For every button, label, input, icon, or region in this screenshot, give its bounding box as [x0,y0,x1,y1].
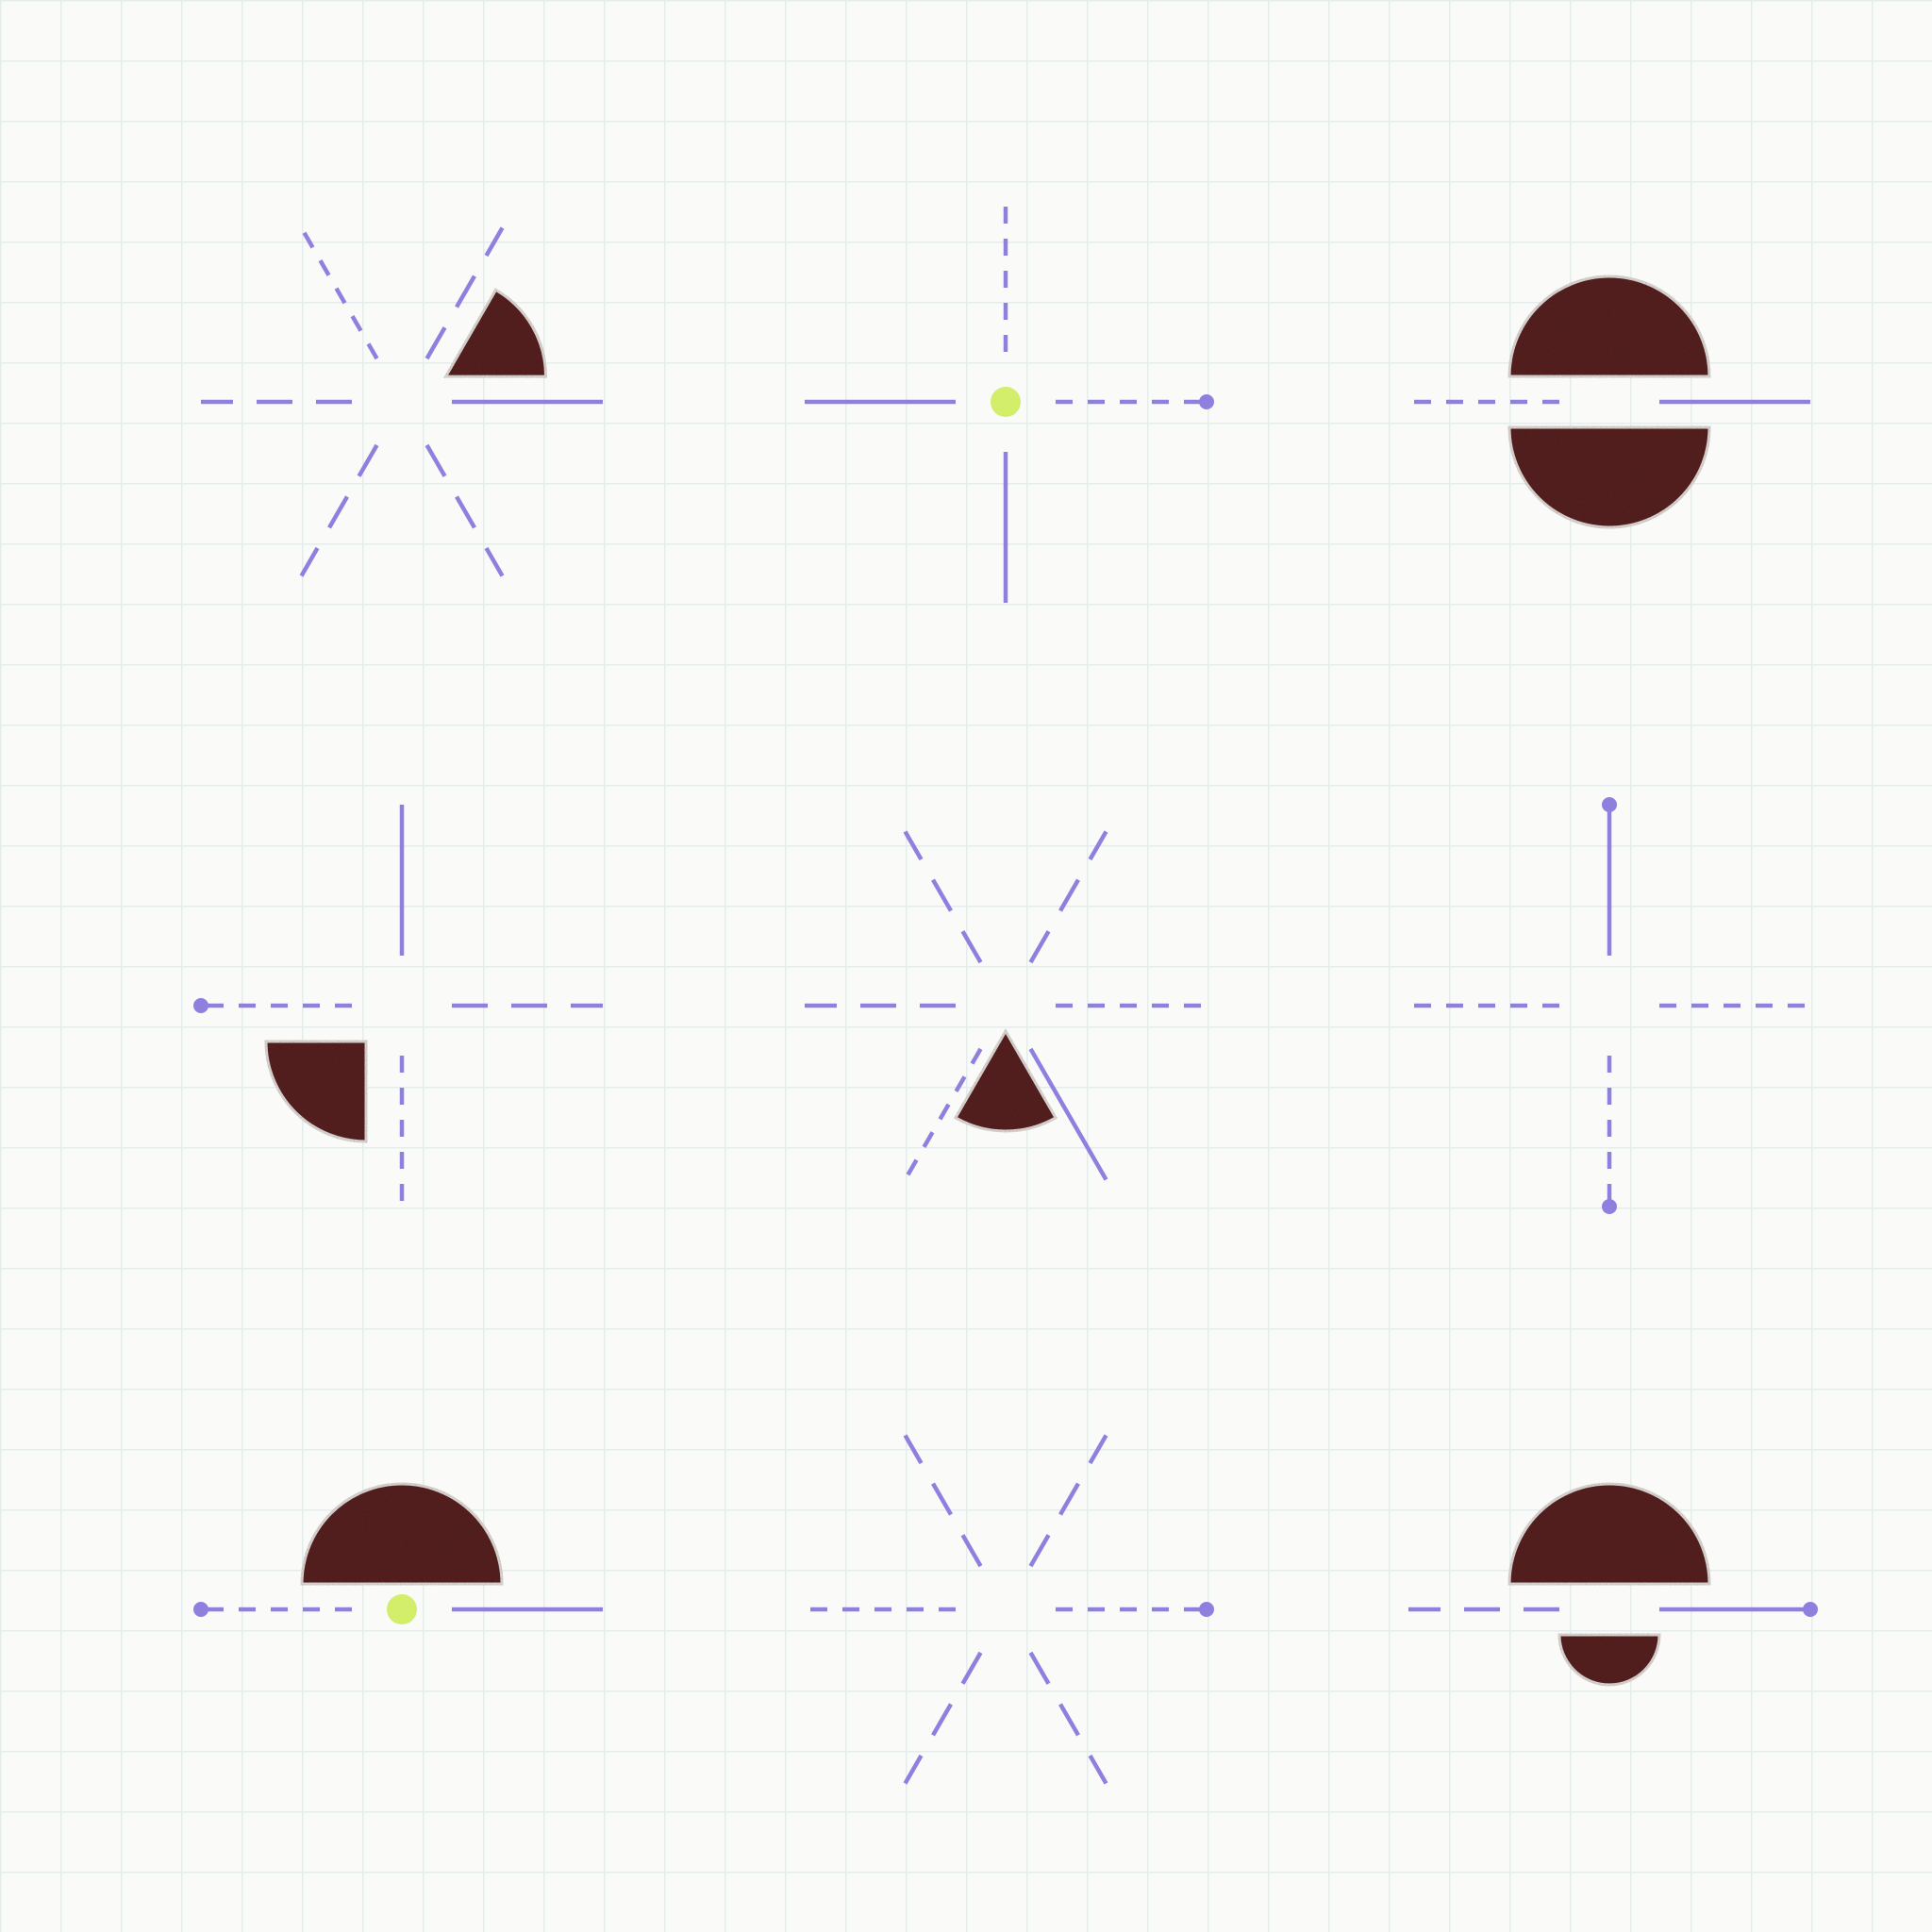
tile-3-shape-2 [1507,425,1711,529]
tile-2-ray-1-end-dot [1199,394,1214,409]
tile-5-ray-3 [903,830,983,964]
tile-7-shape-1 [300,1482,504,1586]
tiles-layer [193,201,1818,1785]
tile-7-center-dot [387,1594,417,1624]
tile-4-ray-3-end-dot [193,998,208,1013]
tile-8-ray-6 [1028,1651,1108,1785]
tile-1-ray-5 [299,443,379,577]
tile-2-center-dot [991,387,1021,417]
tile-7 [193,1482,603,1624]
tile-1 [201,226,603,577]
tile-8-ray-3 [903,1434,983,1568]
tile-3 [1408,275,1810,529]
tile-2 [805,201,1214,603]
tile-8-ray-1-end-dot [1199,1602,1214,1617]
tile-8-ray-2 [1028,1434,1108,1568]
tile-5-ray-2 [1028,830,1108,964]
tile-1-ray-6 [425,443,505,577]
tile-6 [1408,797,1810,1214]
tile-1-shape-1 [442,288,548,378]
tile-4-shape-1 [264,1040,368,1143]
tile-5-ray-6 [1028,1047,1108,1181]
tile-8 [805,1434,1214,1785]
tile-9-shape-2 [1557,1633,1661,1687]
tile-9-ray-1-end-dot [1803,1602,1818,1617]
tile-1-ray-2 [425,226,505,360]
tile-9 [1408,1482,1818,1687]
tile-5-shape-1 [953,1027,1058,1133]
tile-8-ray-5 [903,1651,983,1785]
tile-6-ray-2-end-dot [1602,797,1617,812]
tile-5-ray-5 [903,1047,983,1181]
tile-7-ray-2-end-dot [193,1602,208,1617]
tile-3-shape-1 [1507,275,1711,378]
tile-9-shape-1 [1507,1482,1711,1586]
tile-5 [805,830,1207,1181]
tile-4 [193,805,603,1207]
tile-6-ray-4-end-dot [1602,1199,1617,1214]
tile-1-ray-3 [299,226,379,360]
